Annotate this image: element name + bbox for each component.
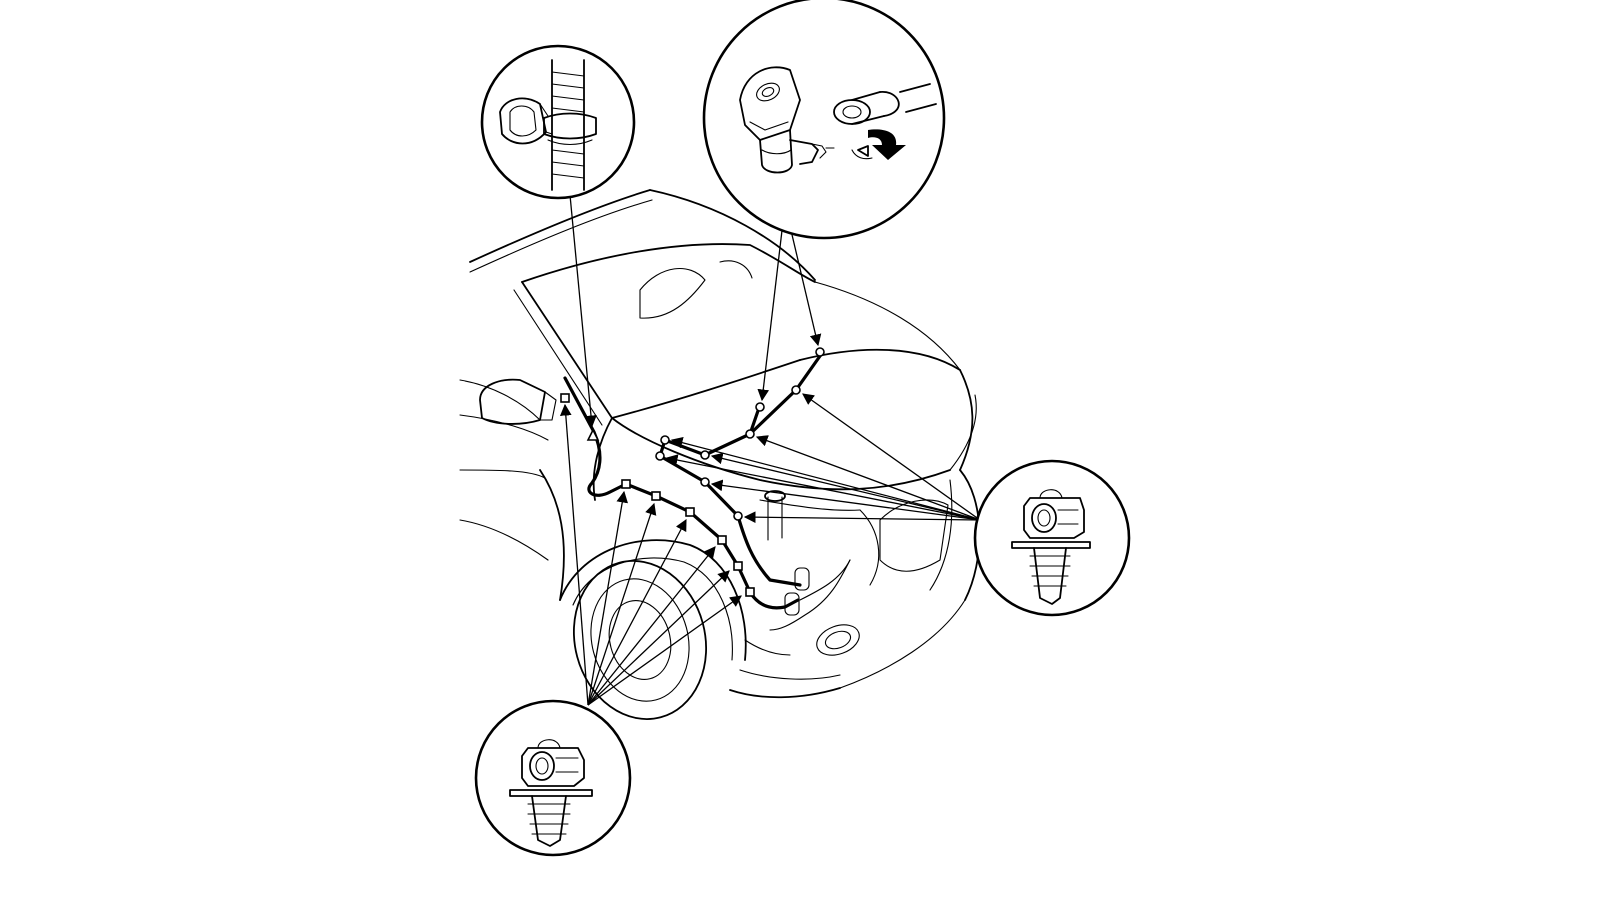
callout-clip-bottom [474, 699, 632, 857]
vehicle-outline [459, 189, 981, 720]
hose-clamp-icon [499, 59, 597, 191]
hose-clip-marker [700, 477, 710, 487]
hose-clip-marker [717, 535, 727, 545]
hose-clip-marker [733, 561, 743, 571]
callout-washer-nozzle [702, 0, 946, 240]
callout-clip-right [973, 459, 1131, 617]
leader-lines [559, 194, 981, 706]
hose-clip-marker [651, 491, 661, 501]
hose-clip-marker [791, 385, 801, 395]
washer-nozzle-icon [739, 66, 937, 174]
hose-clip-marker [685, 507, 695, 517]
hose-clip-marker [621, 479, 631, 489]
hose-clip-marker [655, 451, 665, 461]
hose-clip-marker [660, 435, 670, 445]
hose-clip-marker [733, 511, 743, 521]
hose-clip-marker [745, 587, 755, 597]
hose-clip-icon [509, 739, 593, 847]
hose-clip-icon [1011, 489, 1091, 605]
hose-clip-marker [745, 429, 755, 439]
hose-clip-marker [560, 393, 570, 403]
round-hose-clips [655, 385, 801, 521]
square-hose-clips [560, 393, 755, 597]
callout-hose-clamp [480, 44, 636, 200]
hose-clip-marker [700, 450, 710, 460]
